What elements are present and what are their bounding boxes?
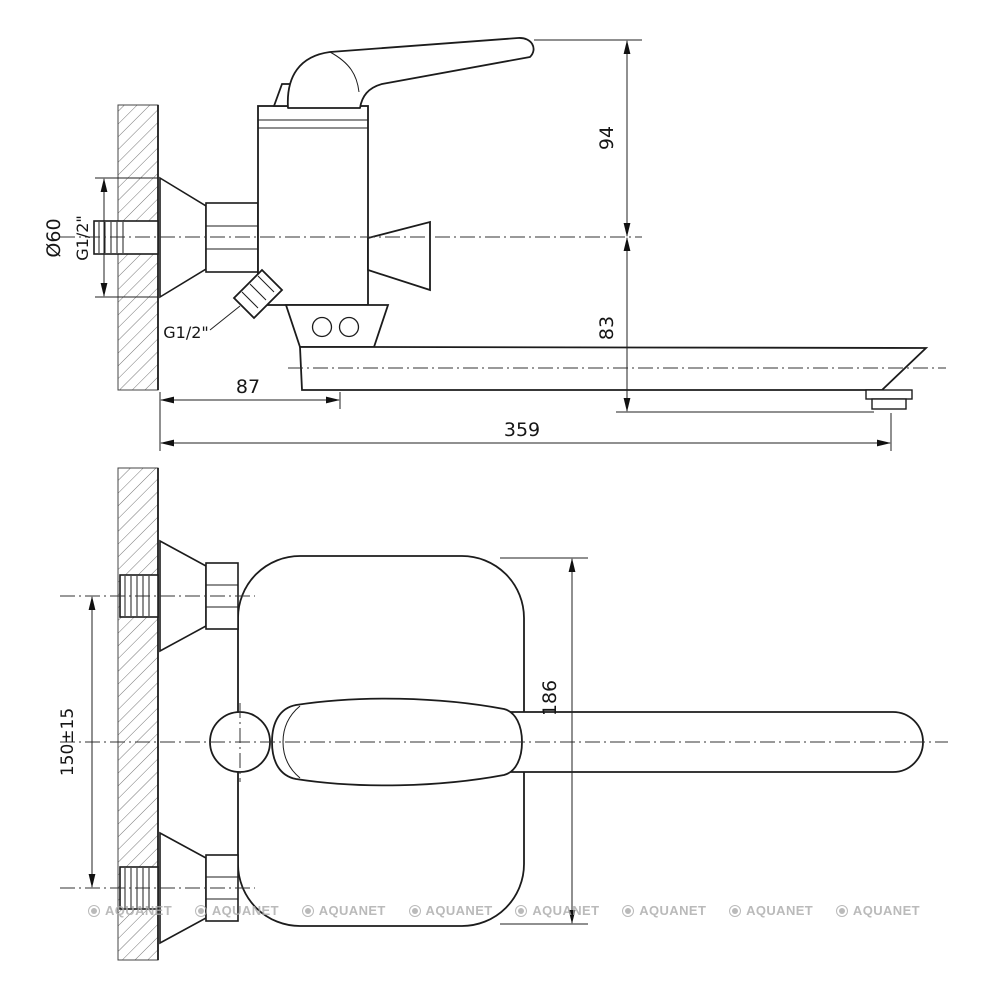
dimension-83: 83 [596, 237, 874, 413]
dimension-shower-thread: G1/2" [163, 305, 241, 342]
shower-outlet-stub [232, 268, 284, 320]
wall-to-drop-label: 87 [236, 376, 260, 398]
spout-nut-hole [311, 316, 333, 338]
lever-handle-side [286, 37, 535, 109]
spout-nut-hole [338, 316, 360, 338]
front-view: 150±15 186 [58, 467, 948, 961]
shower-outlet-thread-label: G1/2" [163, 323, 209, 342]
dimension-94: 94 [534, 39, 642, 237]
body-cylinder-side [257, 105, 369, 306]
aerator-lower [871, 398, 907, 410]
dimension-87: 87 [160, 376, 341, 409]
handle-detail-line [329, 51, 360, 93]
dimensions-front: 150±15 186 [58, 557, 588, 925]
side-view: Ø60 G1/2" G1/2" 94 83 87 [43, 37, 946, 451]
shower-outlet-thread-hatch [241, 275, 275, 309]
dimension-359: 359 [159, 392, 892, 451]
body-height-label: 186 [539, 680, 561, 716]
spout-nut-side [284, 304, 390, 348]
aerator-upper [865, 389, 913, 400]
dimension-150: 150±15 [58, 596, 96, 888]
dimension-186: 186 [500, 557, 588, 925]
diverter-knob-side [367, 220, 431, 292]
lever-detail-arc [282, 705, 301, 779]
flange-diameter-label: Ø60 [43, 218, 65, 257]
dimensions-side: Ø60 G1/2" G1/2" 94 83 87 [43, 39, 892, 451]
mounting-centers-label: 150±15 [58, 708, 78, 776]
dimension-dia60: Ø60 G1/2" [43, 177, 158, 298]
wall-thread-label: G1/2" [73, 215, 92, 261]
spout-side [299, 346, 929, 410]
handle-height-label: 94 [596, 126, 618, 150]
axis-to-outlet-label: 83 [596, 316, 618, 340]
centerlines-side [60, 236, 946, 369]
mixer-body-side [232, 37, 535, 348]
spout-reach-label: 359 [504, 419, 540, 441]
